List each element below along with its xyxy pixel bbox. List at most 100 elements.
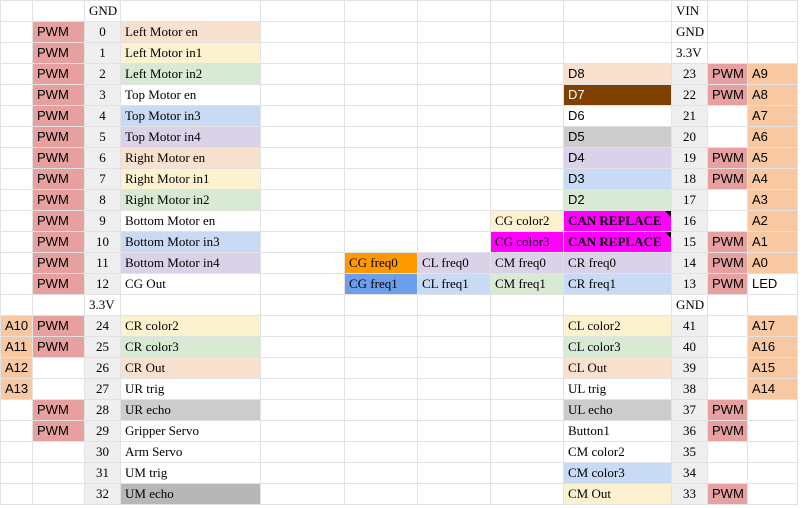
sheet-cell[interactable]: [490, 147, 564, 169]
sheet-cell[interactable]: 36: [671, 420, 708, 442]
sheet-cell[interactable]: [490, 420, 564, 442]
sheet-cell[interactable]: [344, 42, 418, 64]
sheet-cell[interactable]: [0, 147, 33, 169]
sheet-cell[interactable]: A9: [747, 63, 798, 85]
sheet-cell[interactable]: [490, 0, 564, 22]
sheet-cell[interactable]: [0, 420, 33, 442]
sheet-cell[interactable]: [747, 0, 798, 22]
sheet-cell[interactable]: [707, 336, 748, 358]
sheet-cell[interactable]: 21: [671, 105, 708, 127]
sheet-cell[interactable]: 30: [84, 441, 121, 463]
sheet-cell[interactable]: 4: [84, 105, 121, 127]
sheet-cell[interactable]: 3.3V: [671, 42, 708, 64]
sheet-cell[interactable]: [417, 420, 491, 442]
sheet-cell[interactable]: [260, 189, 345, 211]
sheet-cell[interactable]: [260, 42, 345, 64]
sheet-cell[interactable]: A15: [747, 357, 798, 379]
sheet-cell[interactable]: CM Out: [563, 483, 672, 505]
sheet-cell[interactable]: [260, 483, 345, 505]
sheet-cell[interactable]: [260, 315, 345, 337]
sheet-cell[interactable]: PWM: [32, 336, 85, 358]
sheet-cell[interactable]: 26: [84, 357, 121, 379]
sheet-cell[interactable]: A8: [747, 84, 798, 106]
sheet-cell[interactable]: [344, 462, 418, 484]
sheet-cell[interactable]: [344, 399, 418, 421]
sheet-cell[interactable]: A6: [747, 126, 798, 148]
sheet-cell[interactable]: [260, 336, 345, 358]
sheet-cell[interactable]: [344, 0, 418, 22]
sheet-cell[interactable]: CR freq1: [563, 273, 672, 295]
sheet-cell[interactable]: 27: [84, 378, 121, 400]
sheet-cell[interactable]: 5: [84, 126, 121, 148]
sheet-cell[interactable]: Left Motor in1: [120, 42, 261, 64]
sheet-cell[interactable]: [417, 21, 491, 43]
sheet-cell[interactable]: PWM: [707, 231, 748, 253]
sheet-cell[interactable]: [0, 441, 33, 463]
sheet-cell[interactable]: [707, 294, 748, 316]
sheet-cell[interactable]: CG freq1: [344, 273, 418, 295]
sheet-cell[interactable]: [344, 126, 418, 148]
sheet-cell[interactable]: [0, 63, 33, 85]
sheet-cell[interactable]: A17: [747, 315, 798, 337]
sheet-cell[interactable]: [563, 21, 672, 43]
sheet-cell[interactable]: 0: [84, 21, 121, 43]
sheet-cell[interactable]: 35: [671, 441, 708, 463]
sheet-cell[interactable]: [120, 294, 261, 316]
sheet-cell[interactable]: [417, 462, 491, 484]
sheet-cell[interactable]: [344, 420, 418, 442]
sheet-cell[interactable]: 29: [84, 420, 121, 442]
sheet-cell[interactable]: Right Motor in2: [120, 189, 261, 211]
sheet-cell[interactable]: [344, 294, 418, 316]
sheet-cell[interactable]: A11: [0, 336, 33, 358]
sheet-cell[interactable]: [260, 357, 345, 379]
sheet-cell[interactable]: [260, 105, 345, 127]
sheet-cell[interactable]: [0, 231, 33, 253]
sheet-cell[interactable]: A14: [747, 378, 798, 400]
sheet-cell[interactable]: [747, 399, 798, 421]
sheet-cell[interactable]: [260, 399, 345, 421]
sheet-cell[interactable]: [32, 378, 85, 400]
sheet-cell[interactable]: PWM: [32, 63, 85, 85]
sheet-cell[interactable]: PWM: [707, 168, 748, 190]
sheet-cell[interactable]: CG color3: [490, 231, 564, 253]
sheet-cell[interactable]: [490, 483, 564, 505]
sheet-cell[interactable]: 32: [84, 483, 121, 505]
sheet-cell[interactable]: [32, 462, 85, 484]
sheet-cell[interactable]: D3: [563, 168, 672, 190]
sheet-cell[interactable]: PWM: [32, 273, 85, 295]
sheet-cell[interactable]: CAN REPLACE: [563, 210, 672, 232]
sheet-cell[interactable]: 37: [671, 399, 708, 421]
sheet-cell[interactable]: PWM: [32, 420, 85, 442]
sheet-cell[interactable]: [707, 462, 748, 484]
sheet-cell[interactable]: CAN REPLACE: [563, 231, 672, 253]
sheet-cell[interactable]: [260, 294, 345, 316]
sheet-cell[interactable]: [0, 210, 33, 232]
sheet-cell[interactable]: Top Motor en: [120, 84, 261, 106]
sheet-cell[interactable]: 12: [84, 273, 121, 295]
sheet-cell[interactable]: [344, 168, 418, 190]
sheet-cell[interactable]: [344, 210, 418, 232]
sheet-cell[interactable]: 33: [671, 483, 708, 505]
sheet-cell[interactable]: [417, 147, 491, 169]
sheet-cell[interactable]: [344, 21, 418, 43]
sheet-cell[interactable]: [490, 399, 564, 421]
sheet-cell[interactable]: 39: [671, 357, 708, 379]
sheet-cell[interactable]: [344, 336, 418, 358]
sheet-cell[interactable]: PWM: [32, 231, 85, 253]
sheet-cell[interactable]: 17: [671, 189, 708, 211]
sheet-cell[interactable]: [707, 210, 748, 232]
sheet-cell[interactable]: Bottom Motor in3: [120, 231, 261, 253]
sheet-cell[interactable]: [707, 21, 748, 43]
sheet-cell[interactable]: [0, 483, 33, 505]
sheet-cell[interactable]: [344, 231, 418, 253]
sheet-cell[interactable]: [490, 21, 564, 43]
sheet-cell[interactable]: PWM: [32, 315, 85, 337]
sheet-cell[interactable]: [260, 0, 345, 22]
sheet-cell[interactable]: [490, 315, 564, 337]
sheet-cell[interactable]: A3: [747, 189, 798, 211]
sheet-cell[interactable]: [417, 63, 491, 85]
sheet-cell[interactable]: A12: [0, 357, 33, 379]
sheet-cell[interactable]: 3: [84, 84, 121, 106]
sheet-cell[interactable]: [260, 378, 345, 400]
sheet-cell[interactable]: 11: [84, 252, 121, 274]
